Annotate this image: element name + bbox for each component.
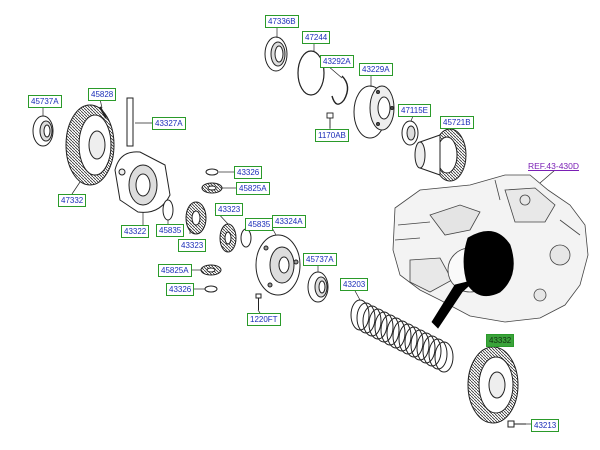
part-label-43203[interactable]: 43203	[340, 278, 369, 291]
part-label-45835-left[interactable]: 45835	[156, 224, 185, 237]
part-label-1170AB[interactable]: 1170AB	[315, 129, 349, 142]
o-ring-icon	[297, 50, 325, 96]
bolt-icon	[507, 420, 526, 428]
bolt-icon	[255, 293, 262, 310]
bolt-icon	[326, 112, 334, 128]
differential-cover-icon	[255, 234, 301, 296]
washer-icon	[162, 199, 174, 221]
part-label-47115E[interactable]: 47115E	[398, 104, 431, 117]
pinion-gear-icon	[200, 264, 222, 293]
bearing-icon	[307, 271, 329, 303]
part-label-47336B[interactable]: 47336B	[265, 15, 299, 28]
part-label-45737A-upper[interactable]: 45737A	[28, 95, 62, 108]
differential-case-icon	[114, 151, 171, 213]
washer-icon	[240, 228, 252, 248]
part-label-45825A-upper[interactable]: 45825A	[236, 182, 270, 195]
part-label-43322[interactable]: 43322	[121, 225, 150, 238]
shim-icon	[401, 120, 419, 146]
shim-stack-icon	[350, 299, 454, 373]
part-label-43326-upper[interactable]: 43326	[234, 166, 263, 179]
seal-icon	[264, 36, 288, 72]
ring-gear-icon	[65, 104, 115, 186]
part-label-45737A-lower[interactable]: 45737A	[303, 253, 337, 266]
part-label-45721B[interactable]: 45721B	[440, 116, 474, 129]
part-label-45835-right[interactable]: 45835	[245, 218, 274, 231]
part-label-43292A[interactable]: 43292A	[320, 55, 354, 68]
part-label-45825A-lower[interactable]: 45825A	[158, 264, 192, 277]
reference-link[interactable]: REF.43-430D	[528, 161, 580, 171]
part-label-43332[interactable]: 43332	[486, 334, 515, 347]
side-gear-icon	[219, 223, 237, 253]
shaft-icon	[126, 97, 134, 147]
part-label-47244[interactable]: 47244	[302, 31, 331, 44]
pin-icon	[99, 106, 107, 119]
part-label-47332[interactable]: 47332	[58, 194, 87, 207]
snap-ring-icon	[331, 75, 349, 105]
part-label-45828[interactable]: 45828	[88, 88, 117, 101]
part-label-43213[interactable]: 43213	[531, 419, 560, 432]
ring-gear-icon	[467, 346, 519, 424]
part-label-1220FT[interactable]: 1220FT	[247, 313, 281, 326]
bearing-icon	[32, 115, 54, 147]
side-gear-icon	[185, 201, 207, 235]
part-label-43326-lower[interactable]: 43326	[166, 283, 195, 296]
transmission-housing-icon	[392, 174, 589, 329]
part-label-43229A[interactable]: 43229A	[359, 63, 393, 76]
bearing-icon	[353, 85, 395, 139]
pinion-gear-icon	[201, 168, 223, 194]
part-label-43327A[interactable]: 43327A	[152, 117, 186, 130]
driven-gear-icon	[414, 128, 467, 182]
part-label-43323-upper[interactable]: 43323	[215, 203, 244, 216]
part-label-43323-lower[interactable]: 43323	[178, 239, 207, 252]
part-label-43324A[interactable]: 43324A	[272, 215, 306, 228]
